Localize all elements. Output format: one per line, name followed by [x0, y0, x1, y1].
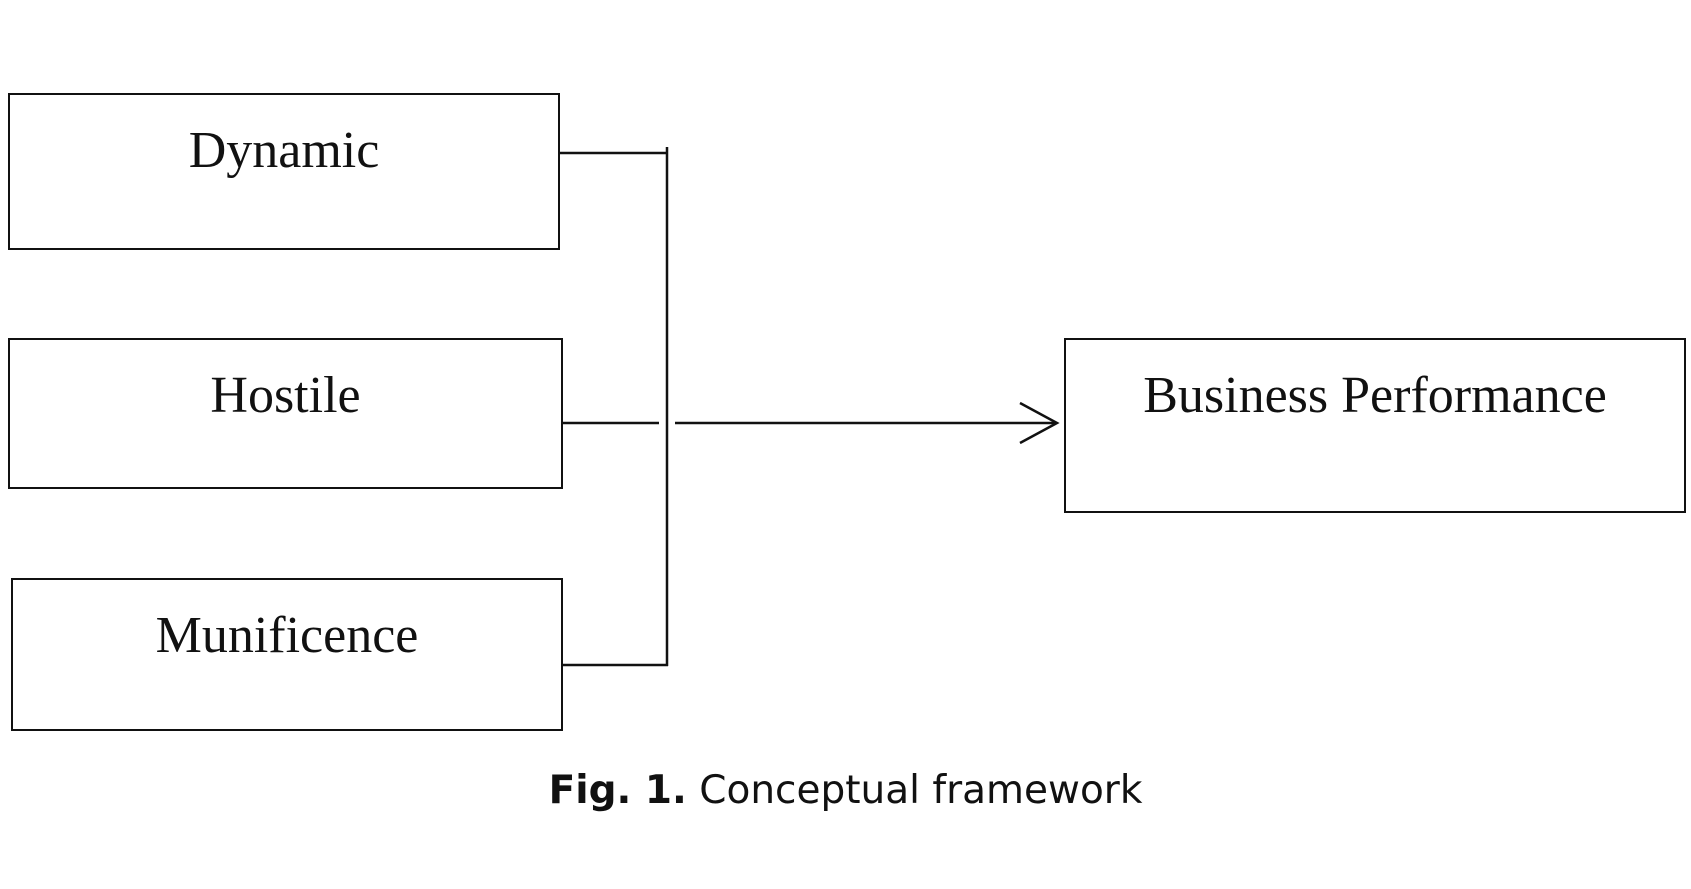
- node-business-performance: Business Performance: [1064, 338, 1686, 513]
- node-label-business-performance: Business Performance: [1143, 367, 1607, 424]
- arrowhead-icon: [1019, 401, 1060, 445]
- node-label-munificence: Munificence: [155, 607, 419, 664]
- node-munificence: Munificence: [11, 578, 563, 731]
- node-dynamic: Dynamic: [8, 93, 560, 250]
- figure-caption: Fig. 1. Conceptual framework: [0, 768, 1691, 815]
- figure-caption-number: Fig. 1.: [548, 768, 687, 813]
- node-hostile: Hostile: [8, 338, 563, 489]
- node-label-hostile: Hostile: [210, 367, 361, 424]
- node-label-dynamic: Dynamic: [188, 122, 380, 179]
- figure-caption-text: Conceptual framework: [699, 768, 1143, 813]
